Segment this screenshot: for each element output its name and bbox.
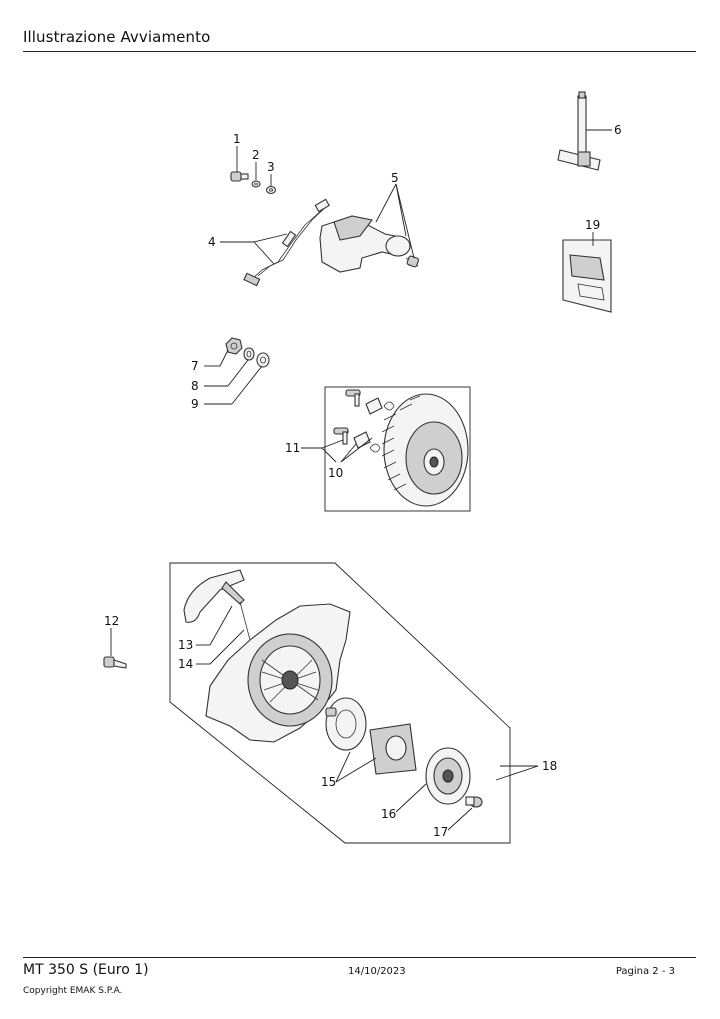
part-11-flywheel [381, 393, 469, 507]
part-3-washer [265, 185, 277, 195]
callout-17: 17 [433, 825, 448, 839]
part-15-spring-assembly [325, 697, 417, 775]
callout-5: 5 [391, 171, 399, 185]
flywheel-group-frame [324, 386, 471, 512]
callout-1: 1 [233, 132, 241, 146]
callout-11: 11 [285, 441, 300, 455]
callout-4: 4 [208, 235, 216, 249]
callout-14: 14 [178, 657, 193, 671]
footer-divider [23, 957, 696, 958]
page-number: Pagina 2 - 3 [615, 966, 675, 977]
part-12-screw [103, 656, 127, 669]
callout-2: 2 [252, 148, 260, 162]
part-10-pawls [333, 389, 395, 453]
part-9-washer [256, 352, 270, 368]
callout-6: 6 [614, 123, 622, 137]
part-8-washer [243, 347, 255, 361]
starter-housing [205, 603, 351, 743]
part-16-pulley [425, 747, 471, 805]
copyright: Copyright EMAK S.P.A. [23, 986, 123, 996]
part-17-screw [465, 796, 483, 808]
callout-12: 12 [104, 614, 119, 628]
header-divider [23, 51, 696, 52]
callout-15: 15 [321, 775, 336, 789]
callout-8: 8 [191, 379, 199, 393]
page-title: Illustrazione Avviamento [23, 28, 211, 46]
part-14-rope [239, 601, 251, 641]
callout-3: 3 [267, 160, 275, 174]
callout-18: 18 [542, 759, 557, 773]
part-5-ignition-coil [319, 215, 420, 273]
part-1-screw [230, 171, 249, 182]
part-19-decal [562, 239, 612, 313]
callout-16: 16 [381, 807, 396, 821]
callout-19: 19 [585, 218, 600, 232]
footer-date: 14/10/2023 [348, 966, 406, 977]
callout-9: 9 [191, 397, 199, 411]
part-6-wrench [557, 91, 601, 171]
part-2-washer [251, 180, 261, 188]
callout-10: 10 [328, 466, 343, 480]
callout-7: 7 [191, 359, 199, 373]
leader-lines [110, 129, 612, 831]
model-name: MT 350 S (Euro 1) [23, 962, 149, 978]
starter-group-frame [169, 562, 511, 844]
callout-13: 13 [178, 638, 193, 652]
part-13-handle [183, 569, 245, 623]
part-7-nut [225, 337, 243, 355]
part-4-cable [243, 198, 330, 287]
